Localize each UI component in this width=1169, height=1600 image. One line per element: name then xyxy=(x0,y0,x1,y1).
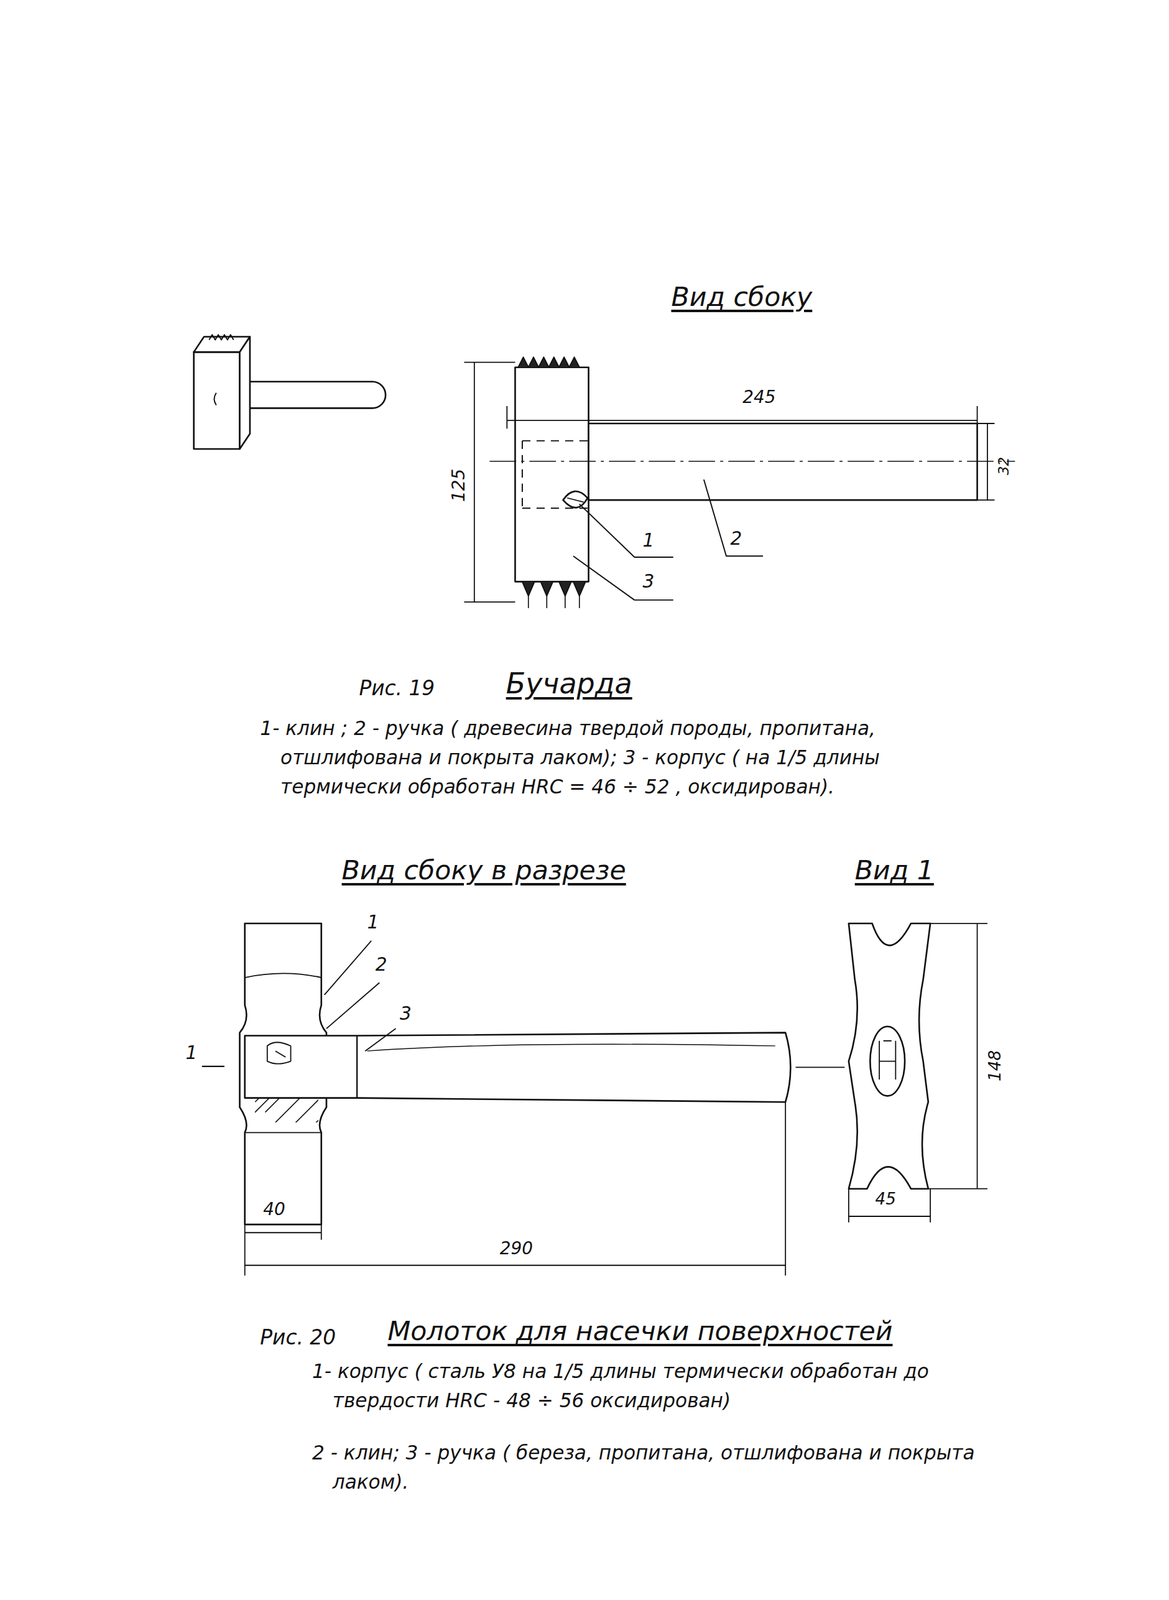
view-heading: Вид сбоку xyxy=(670,281,813,313)
callout-number: 1 xyxy=(642,530,655,552)
dimension: 290 xyxy=(499,1238,533,1259)
figure-note: 1- клин ; 2 - ручка ( древесина твердой … xyxy=(259,713,903,801)
callout-number: 1 xyxy=(367,912,380,934)
figure-number: Рис. 20 xyxy=(259,1326,336,1350)
section-mark: 1 xyxy=(185,1042,198,1064)
callout-number: 2 xyxy=(730,528,743,550)
dimension: 32 xyxy=(995,457,1012,476)
view-heading: Вид 1 xyxy=(854,854,934,886)
hammer-sketch xyxy=(194,334,386,449)
dimension: 148 xyxy=(985,1050,1005,1082)
dimension: 125 xyxy=(448,468,469,502)
figure-number: Рис. 19 xyxy=(358,677,435,701)
dimension: 40 xyxy=(263,1199,285,1220)
hammer-section-view xyxy=(202,923,846,1276)
hammer-end-view xyxy=(848,923,988,1223)
view-heading: Вид сбоку в разрезе xyxy=(341,854,627,886)
figure-note: 1- корпус ( сталь У8 на 1/5 длины термич… xyxy=(312,1356,986,1416)
bush-hammer-side-view xyxy=(463,356,1015,609)
callout-number: 2 xyxy=(375,954,388,976)
dimension: 245 xyxy=(742,387,776,408)
figure-note: 2 - клин; 3 - ручка ( береза, пропитана,… xyxy=(312,1438,986,1497)
figure-title: Бучарда xyxy=(506,667,633,701)
dimension: 45 xyxy=(875,1189,897,1209)
callout-number: 3 xyxy=(399,1003,412,1025)
callout-number: 3 xyxy=(642,571,655,593)
figure-title: Молоток для насечки поверхностей xyxy=(387,1315,893,1347)
